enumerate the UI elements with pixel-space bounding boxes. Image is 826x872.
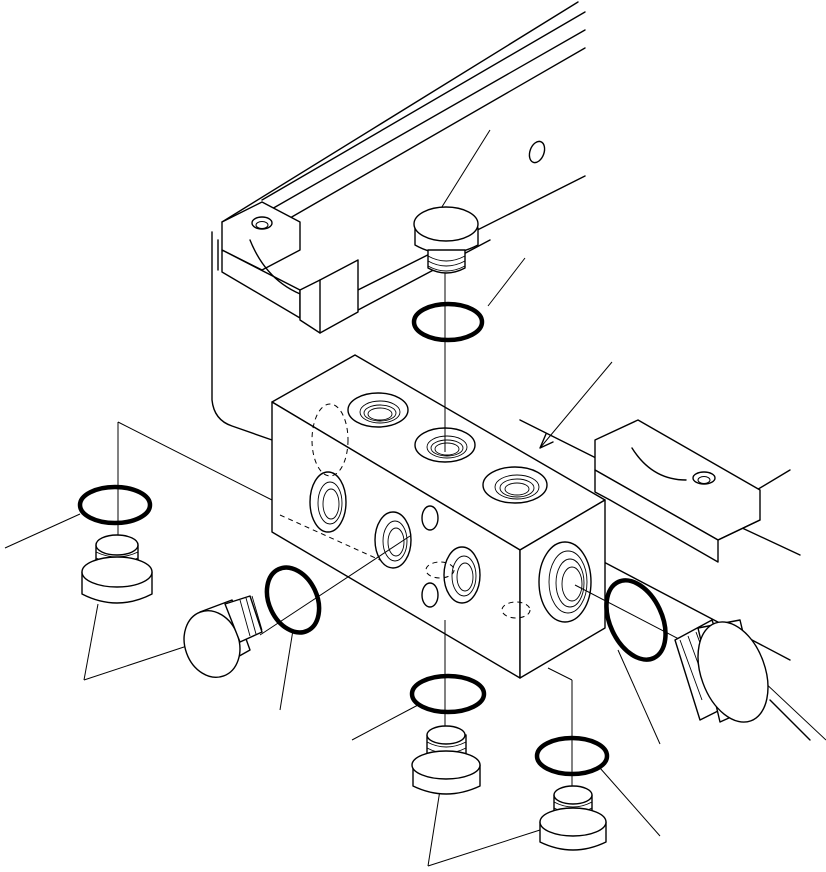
hidden-port-left — [311, 403, 349, 477]
top-port-1 — [347, 392, 409, 428]
front-port-2 — [374, 511, 412, 569]
front-port-3 — [443, 546, 481, 604]
leader-o-ring-top — [487, 257, 526, 307]
rail-hole — [528, 140, 546, 164]
plug-large-right — [674, 619, 769, 723]
front-small-hole-2 — [421, 582, 439, 608]
leader-o-ring-bottom-center — [351, 704, 419, 741]
rail-left-face — [211, 231, 273, 441]
manifold-block — [271, 354, 606, 679]
o-ring-left-upper — [77, 484, 153, 526]
plug-bottom-center — [411, 725, 481, 795]
o-ring-top — [411, 301, 485, 343]
rail-groove-line — [289, 47, 586, 219]
rail-top-edge-inner — [261, 11, 586, 201]
leader-plugs-left-b — [83, 644, 191, 681]
leader-block-arrow — [539, 433, 554, 449]
right-face-port — [538, 541, 592, 623]
leader-plugs-left-a — [83, 603, 99, 681]
hidden-port-bottom-1 — [425, 561, 455, 579]
saddle-clamp-right — [594, 419, 761, 563]
leader-o-ring-left-side — [279, 629, 294, 711]
o-ring-bottom-center — [409, 673, 487, 715]
axis-left-upper-h — [117, 421, 273, 501]
plug-left-side — [183, 595, 263, 678]
leader-lines — [4, 129, 826, 867]
rail-right-lower-2 — [769, 699, 811, 741]
o-ring-bottom-right — [534, 735, 610, 777]
top-port-3 — [482, 466, 548, 504]
axis-left-side — [259, 535, 411, 636]
rail-right-lower — [599, 559, 791, 661]
leader-o-ring-large-right — [617, 649, 661, 745]
leader-block — [539, 361, 613, 449]
o-ring-large-right — [604, 578, 668, 662]
hidden-edge — [279, 514, 381, 561]
saddle-clamp-left — [221, 201, 359, 334]
o-ring-left-side — [264, 565, 322, 635]
plug-top — [413, 206, 479, 274]
front-port-1 — [309, 471, 347, 533]
rail-top-edge-outer — [221, 1, 579, 223]
mounting-rail — [211, 1, 811, 741]
leader-o-ring-left-upper — [4, 513, 81, 549]
plug-bottom-right — [539, 785, 607, 851]
leader-plugs-bottom-b — [427, 829, 541, 867]
leader-plugs-bottom-a — [427, 789, 441, 867]
plug-left-upper — [81, 534, 153, 604]
leader-plug-large-right — [761, 679, 826, 741]
leader-o-ring-bottom-right — [599, 767, 661, 837]
rail-right-top — [519, 419, 601, 461]
leader-plug-top — [439, 129, 491, 211]
axis-bottom-right-h — [547, 667, 573, 681]
rail-inner-step — [269, 29, 586, 211]
front-small-hole-1 — [421, 505, 439, 531]
hidden-port-bottom-2 — [501, 601, 531, 619]
